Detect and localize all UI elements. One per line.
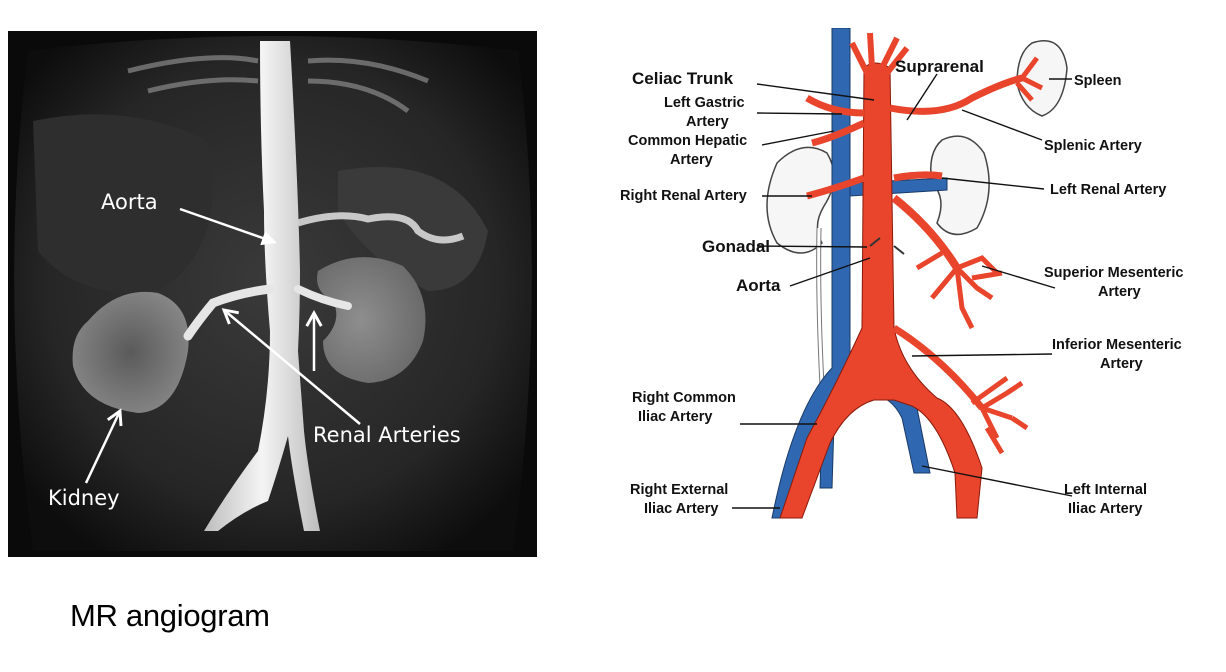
label-right-renal-artery: Right Renal Artery: [620, 188, 747, 204]
label-celiac-trunk: Celiac Trunk: [632, 69, 734, 88]
right-renal-artery-mr: [183, 284, 275, 341]
label-right-external-iliac-2: Iliac Artery: [644, 501, 718, 517]
label-inferior-mesenteric-2: Artery: [1100, 356, 1143, 372]
label-superior-mesenteric-1: Superior Mesenteric: [1044, 265, 1183, 281]
leader-lines: [732, 73, 1073, 509]
mr-angiogram-image: Aorta Renal Arteries Kidney: [8, 31, 537, 557]
abdominal-aorta: [779, 62, 983, 519]
gonadal-vessels: [869, 237, 905, 255]
label-renal-arteries-mr: Renal Arteries: [313, 423, 461, 447]
label-left-internal-iliac-1: Left Internal: [1064, 482, 1147, 498]
left-gastric-artery: [805, 94, 865, 117]
label-left-gastric-1: Left Gastric: [664, 95, 745, 111]
label-left-internal-iliac-2: Iliac Artery: [1068, 501, 1142, 517]
label-kidney-mr: Kidney: [48, 486, 120, 510]
inferior-mesenteric-artery: [892, 325, 985, 411]
splenic-branches: [1015, 56, 1044, 102]
label-right-common-iliac-2: Iliac Artery: [638, 409, 712, 425]
left-renal-artery: [893, 171, 943, 182]
label-aorta: Aorta: [736, 276, 781, 295]
figure-caption: MR angiogram: [70, 598, 270, 633]
label-superior-mesenteric-2: Artery: [1098, 284, 1141, 300]
label-splenic-artery: Splenic Artery: [1044, 138, 1142, 154]
aorta-vessel: [204, 41, 320, 531]
right-kidney-mr: [72, 291, 189, 413]
upper-vessels: [127, 55, 429, 114]
label-common-hepatic-2: Artery: [670, 152, 713, 168]
label-left-gastric-2: Artery: [686, 114, 729, 130]
splenic-vessels: [296, 212, 465, 244]
label-right-common-iliac-1: Right Common: [632, 390, 736, 406]
label-right-external-iliac-1: Right External: [630, 482, 728, 498]
abdominal-arteries-diagram: Celiac Trunk Left Gastric Artery Common …: [612, 28, 1220, 523]
label-aorta-mr: Aorta: [101, 190, 158, 214]
superior-mesenteric-branches: [915, 250, 1003, 330]
splenic-artery: [889, 74, 1023, 115]
right-renal-artery: [806, 174, 866, 200]
label-suprarenal: Suprarenal: [895, 57, 984, 76]
common-hepatic-artery: [811, 119, 866, 147]
phrenic-branches: [849, 32, 910, 75]
label-common-hepatic-1: Common Hepatic: [628, 133, 747, 149]
liver-region: [33, 114, 213, 293]
label-gonadal: Gonadal: [702, 237, 770, 256]
superior-mesenteric-artery: [891, 194, 961, 271]
label-inferior-mesenteric-1: Inferior Mesenteric: [1052, 337, 1182, 353]
label-left-renal-artery: Left Renal Artery: [1050, 182, 1166, 198]
left-renal-artery-mr: [294, 285, 352, 310]
label-spleen: Spleen: [1074, 73, 1122, 89]
inferior-mesenteric-branches: [970, 375, 1029, 455]
left-kidney-mr: [317, 257, 426, 383]
